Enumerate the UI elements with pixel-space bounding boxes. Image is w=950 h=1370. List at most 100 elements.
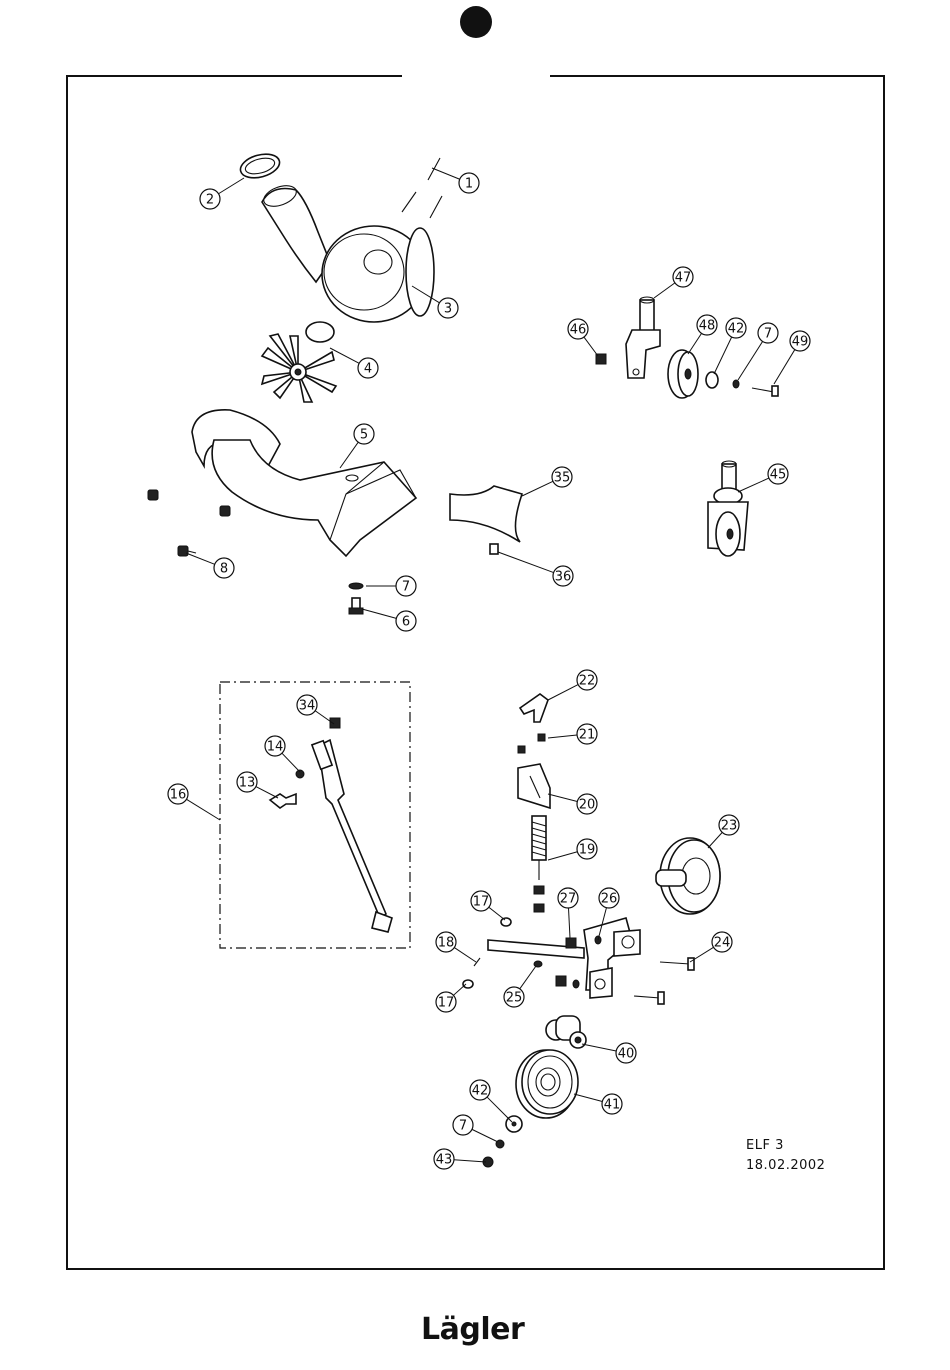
callout-leader bbox=[568, 908, 570, 938]
part-deflector-35 bbox=[450, 486, 522, 542]
callout-number: 42 bbox=[728, 322, 745, 337]
callout-number: 22 bbox=[579, 674, 596, 689]
callout-leader bbox=[708, 832, 722, 848]
part-bolts-24 bbox=[634, 958, 694, 1004]
callout-leader bbox=[472, 1129, 498, 1142]
callout-leader bbox=[340, 442, 358, 468]
part-spring-19 bbox=[532, 816, 546, 912]
callout-number: 43 bbox=[436, 1153, 453, 1168]
callout-number: 2 bbox=[206, 193, 214, 208]
callout-13: 13 bbox=[237, 772, 278, 798]
part-caster-fork-47 bbox=[626, 297, 660, 378]
callout-number: 19 bbox=[579, 843, 596, 858]
callout-41: 41 bbox=[574, 1094, 622, 1114]
callout-number: 47 bbox=[675, 271, 692, 286]
callout-16: 16 bbox=[168, 784, 220, 820]
callout-number: 17 bbox=[473, 895, 490, 910]
callout-leader bbox=[498, 552, 554, 573]
drawing-date: 18.02.2002 bbox=[746, 1158, 825, 1173]
callout-number: 7 bbox=[459, 1119, 467, 1134]
part-roller-23 bbox=[656, 838, 720, 914]
callout-leader bbox=[453, 984, 466, 995]
callout-number: 7 bbox=[764, 327, 772, 342]
callout-number: 35 bbox=[554, 471, 571, 486]
callout-5: 5 bbox=[340, 424, 374, 468]
callout-43: 43 bbox=[434, 1149, 486, 1169]
callout-20: 20 bbox=[548, 794, 597, 814]
callout-leader bbox=[548, 852, 577, 860]
callout-number: 21 bbox=[579, 728, 596, 743]
part-bolt-49 bbox=[752, 386, 778, 396]
callout-leader bbox=[548, 685, 578, 700]
callout-leader bbox=[584, 337, 598, 356]
part-duct-5 bbox=[192, 410, 416, 556]
callout-leader bbox=[574, 1094, 602, 1101]
callout-14: 14 bbox=[265, 736, 300, 772]
callout-leader bbox=[315, 711, 334, 724]
part-bolts-1 bbox=[402, 158, 442, 218]
callout-number: 26 bbox=[601, 892, 618, 907]
callout-number: 6 bbox=[402, 615, 410, 630]
callout-24: 24 bbox=[690, 932, 732, 962]
callout-leader bbox=[432, 168, 460, 179]
callout-leader bbox=[362, 609, 396, 618]
callout-leader bbox=[582, 1044, 616, 1051]
callout-49: 49 bbox=[774, 331, 810, 384]
callout-leader bbox=[186, 553, 215, 564]
callout-4: 4 bbox=[330, 348, 378, 378]
callout-number: 40 bbox=[618, 1047, 635, 1062]
callout-35: 35 bbox=[522, 467, 572, 496]
callout-leader bbox=[738, 478, 769, 492]
callout-number: 18 bbox=[438, 936, 455, 951]
callout-1: 1 bbox=[432, 168, 479, 193]
callout-number: 42 bbox=[472, 1084, 489, 1099]
callout-36: 36 bbox=[498, 552, 573, 586]
page-marker-dot bbox=[460, 6, 492, 38]
callout-number: 8 bbox=[220, 562, 228, 577]
callout-leader bbox=[688, 333, 702, 354]
callout-leader bbox=[520, 966, 536, 989]
callout-leader bbox=[330, 348, 359, 363]
part-ring-7-top bbox=[733, 380, 739, 388]
callout-number: 34 bbox=[299, 699, 316, 714]
callout-42: 42 bbox=[714, 318, 746, 374]
callout-45: 45 bbox=[738, 464, 788, 492]
part-screws-left bbox=[148, 490, 230, 556]
callout-number: 23 bbox=[721, 819, 738, 834]
callout-42: 42 bbox=[470, 1080, 512, 1122]
callout-leader bbox=[256, 787, 278, 798]
callout-6: 6 bbox=[362, 609, 416, 631]
part-ring-2 bbox=[238, 150, 282, 182]
callout-number: 24 bbox=[714, 936, 731, 951]
part-screws-21 bbox=[518, 734, 545, 753]
callout-34: 34 bbox=[297, 695, 334, 724]
callout-leader bbox=[774, 350, 795, 384]
part-impeller-4 bbox=[262, 322, 336, 402]
callout-leader bbox=[282, 753, 300, 772]
callout-7: 7 bbox=[366, 576, 416, 596]
callout-2: 2 bbox=[200, 178, 244, 209]
callout-leader bbox=[738, 341, 763, 380]
callout-leader bbox=[489, 907, 505, 920]
callout-27: 27 bbox=[558, 888, 578, 938]
callout-number: 25 bbox=[506, 991, 523, 1006]
callout-47: 47 bbox=[654, 267, 693, 298]
callout-21: 21 bbox=[548, 724, 597, 744]
callout-leader bbox=[548, 735, 577, 738]
callout-number: 49 bbox=[792, 335, 809, 350]
callout-number: 27 bbox=[560, 892, 577, 907]
callout-number: 1 bbox=[465, 177, 473, 192]
callout-8: 8 bbox=[186, 553, 234, 578]
callout-number: 17 bbox=[438, 996, 455, 1011]
callout-leader bbox=[219, 178, 244, 194]
callout-40: 40 bbox=[582, 1043, 636, 1063]
callout-46: 46 bbox=[568, 319, 598, 356]
part-handle-kit-16 bbox=[220, 682, 410, 948]
callout-25: 25 bbox=[504, 966, 536, 1007]
callout-number: 3 bbox=[444, 302, 452, 317]
drawing-model: ELF 3 bbox=[746, 1138, 784, 1153]
callout-number: 7 bbox=[402, 580, 410, 595]
callout-22: 22 bbox=[548, 670, 597, 700]
callout-number: 16 bbox=[170, 788, 187, 803]
